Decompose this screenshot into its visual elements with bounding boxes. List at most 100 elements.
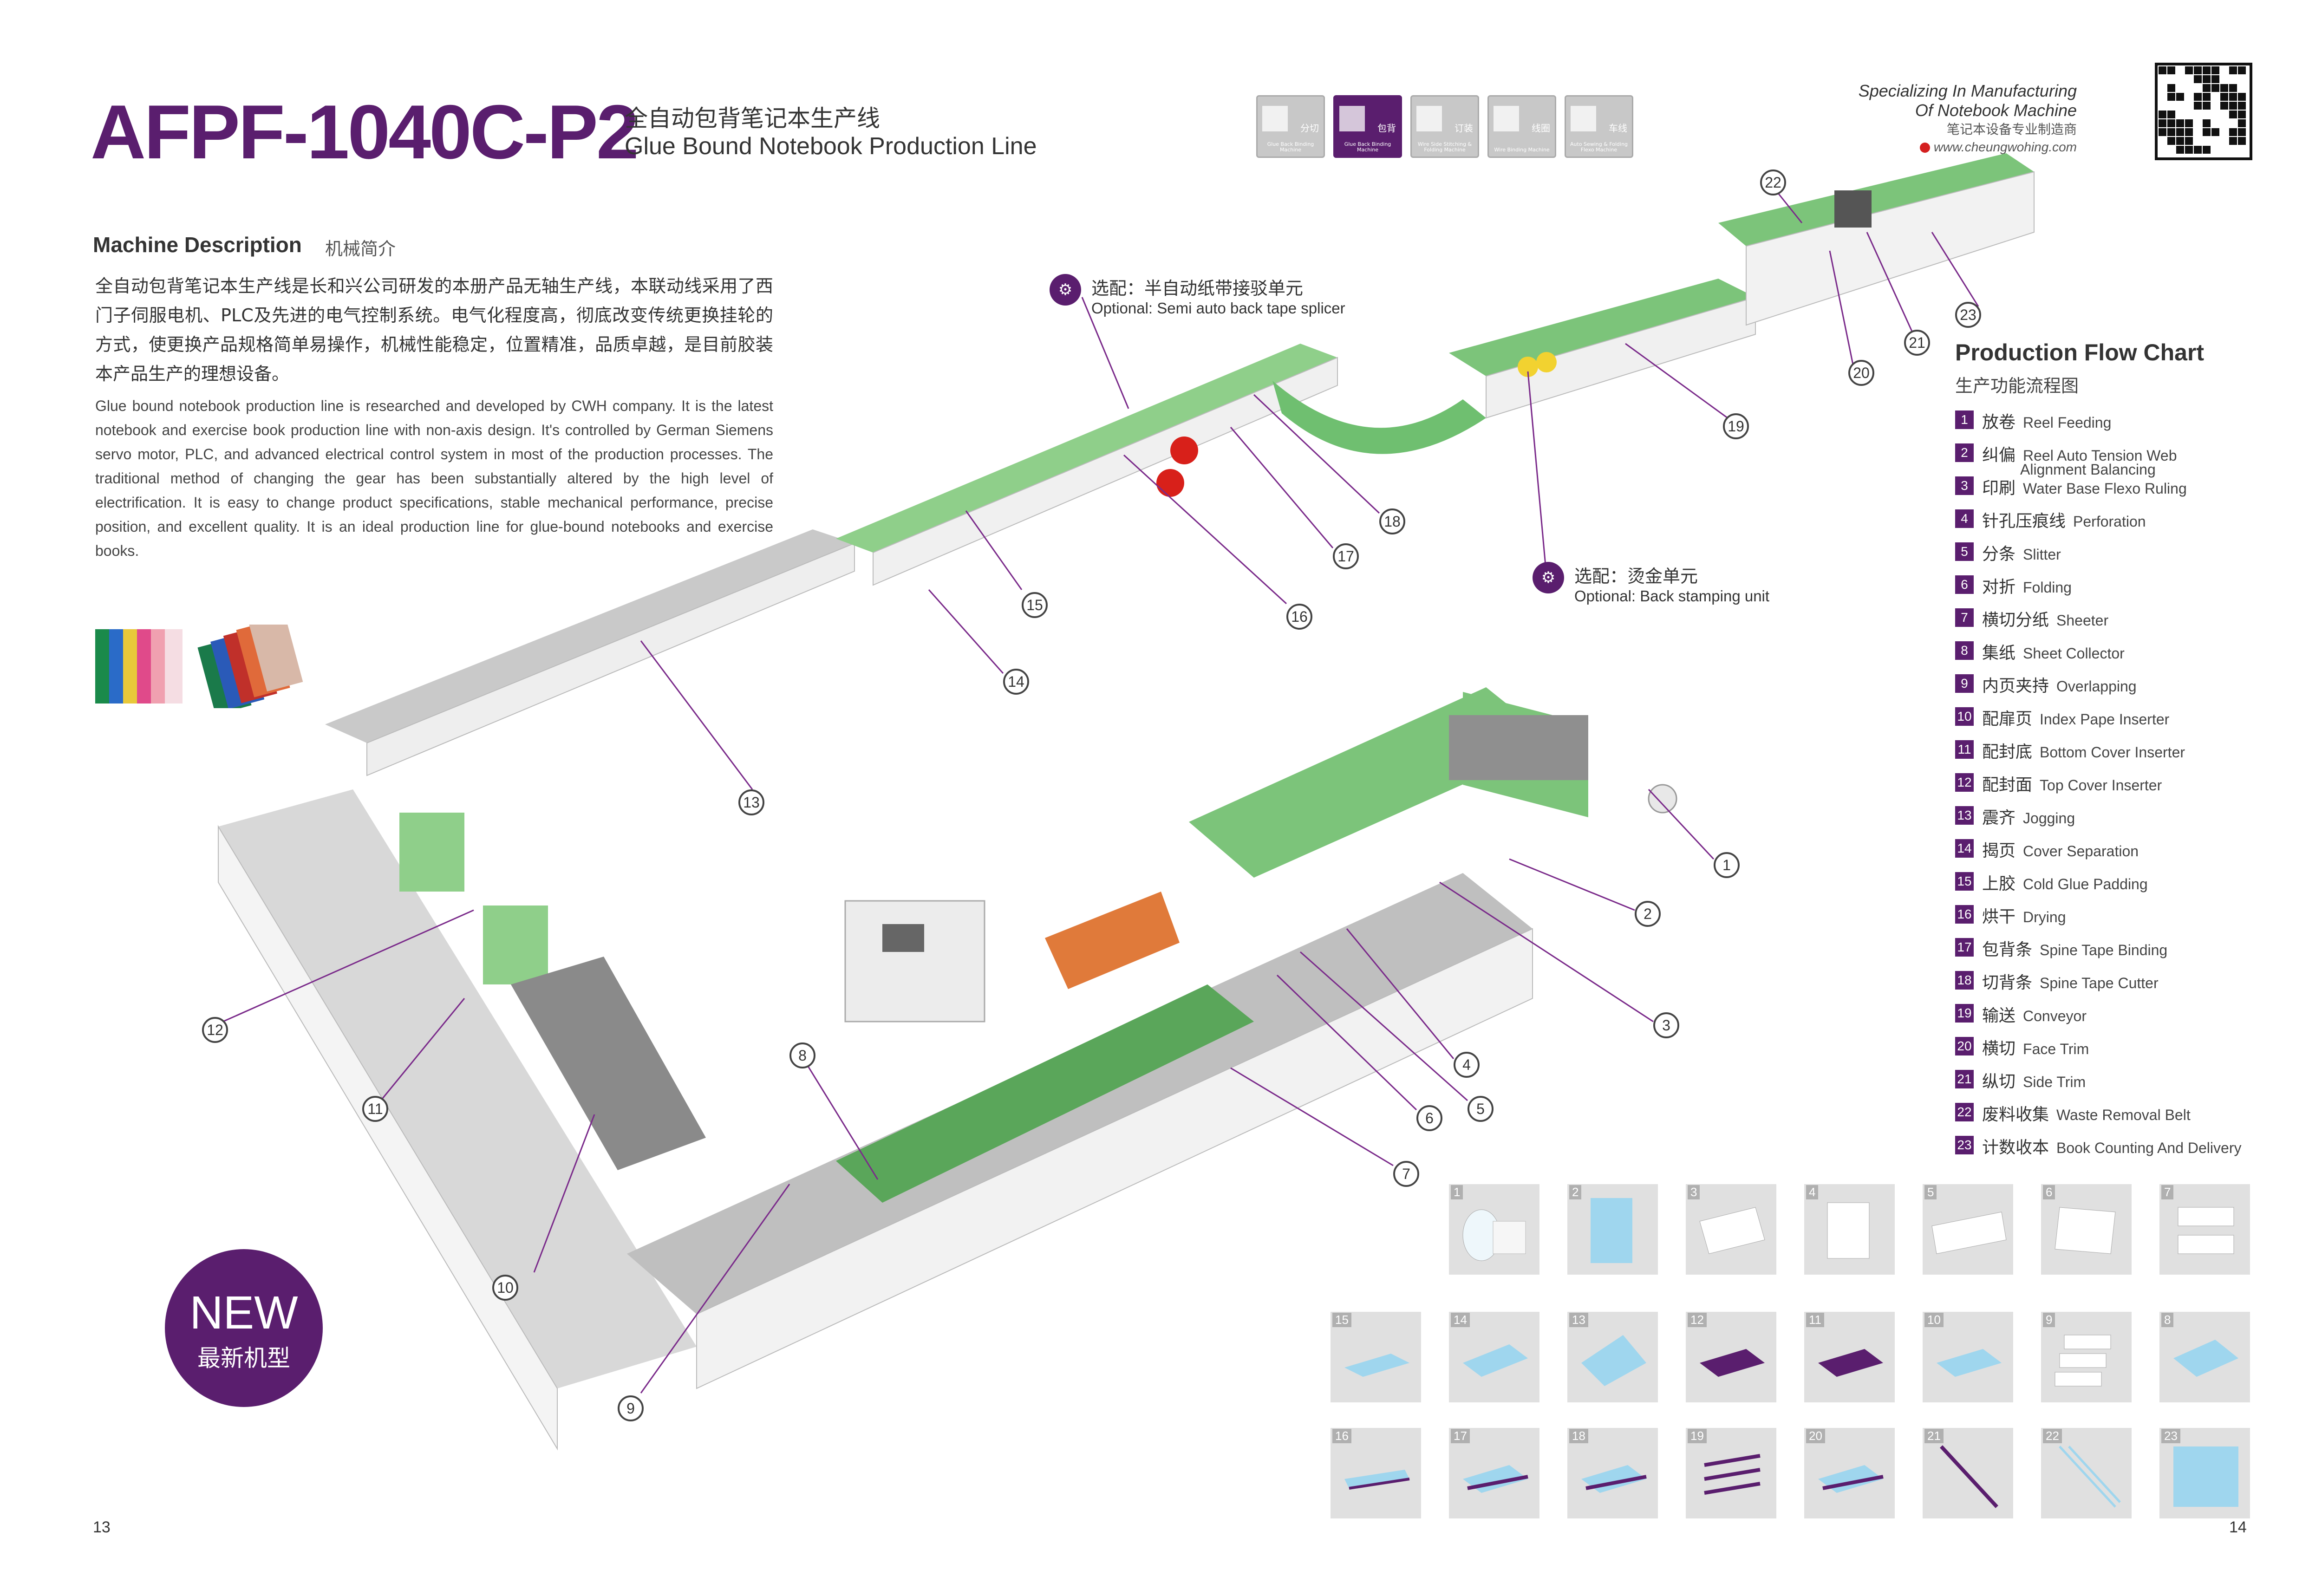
callout-10[interactable]: 10 [492, 1275, 518, 1301]
callout-13[interactable]: 13 [738, 789, 764, 815]
callout-11[interactable]: 11 [362, 1096, 388, 1122]
qr-module [2238, 119, 2246, 127]
qr-code-icon [2155, 63, 2252, 160]
callout-2[interactable]: 2 [1635, 901, 1661, 927]
step-label-en: Drying [2023, 909, 2066, 925]
callout-5[interactable]: 5 [1468, 1096, 1494, 1122]
tab-label: 包背 [1377, 123, 1396, 134]
process-thumb-art [1704, 1454, 1761, 1495]
machine-thumb-icon [1571, 106, 1596, 131]
qr-module [2238, 102, 2246, 110]
step-label-en: Perforation [2073, 513, 2146, 530]
step-label-cn: 配封底 [1982, 743, 2033, 762]
tab-sublabel: Glue Back Binding Machine [1344, 141, 1391, 153]
step-label-en: Overlapping [2056, 678, 2137, 695]
thumb-number: 15 [1332, 1313, 1351, 1327]
process-thumb-2: 2 [1567, 1184, 1658, 1275]
process-thumb-art [1937, 1349, 2002, 1377]
callout-18[interactable]: 18 [1379, 508, 1405, 534]
qr-module [2185, 66, 2193, 74]
thumb-number: 8 [2161, 1313, 2174, 1327]
process-thumb-20: 20 [1804, 1428, 1895, 1518]
callout-4[interactable]: 4 [1454, 1052, 1480, 1078]
thumb-number: 18 [1569, 1429, 1588, 1443]
process-thumb-art [1463, 1465, 1528, 1493]
callout-14[interactable]: 14 [1003, 669, 1029, 695]
qr-module [2185, 146, 2193, 154]
tab-stitching[interactable]: 订装 Wire Side Stitching & Folding Machine [1410, 95, 1479, 158]
step-label-en: Side Trim [2023, 1074, 2086, 1090]
tab-label: 分切 [1300, 123, 1319, 134]
callout-20[interactable]: 20 [1848, 360, 1874, 386]
tab-glue-back[interactable]: 包背 Glue Back Binding Machine [1333, 95, 1402, 158]
thumb-number: 5 [1924, 1185, 1937, 1199]
step-number: 21 [1955, 1070, 1974, 1088]
callout-19[interactable]: 19 [1723, 413, 1749, 439]
callout-3[interactable]: 3 [1653, 1012, 1679, 1038]
step-label-cn: 计数收本 [1982, 1138, 2049, 1157]
callout-22[interactable]: 22 [1760, 169, 1786, 195]
tab-wire-binding[interactable]: 线圈 Wire Binding Machine [1487, 95, 1556, 158]
company-website[interactable]: www.cheungwohing.com [1859, 139, 2077, 156]
thumb-number: 4 [1806, 1185, 1819, 1199]
callout-17[interactable]: 17 [1333, 543, 1359, 569]
thumb-number: 9 [2043, 1313, 2055, 1327]
process-thumb-18: 18 [1567, 1428, 1658, 1518]
process-thumb-art [1462, 1209, 1526, 1261]
qr-module [2185, 137, 2193, 145]
thumb-number: 16 [1332, 1429, 1351, 1443]
step-number: 2 [1955, 443, 1974, 462]
callout-23[interactable]: 23 [1955, 302, 1981, 328]
callout-12[interactable]: 12 [202, 1017, 228, 1043]
machine-thumb-icon [1416, 106, 1442, 131]
machine-thumb-icon [1494, 106, 1519, 131]
callout-16[interactable]: 16 [1286, 604, 1312, 630]
callout-8[interactable]: 8 [789, 1042, 815, 1068]
process-thumb-17: 17 [1449, 1428, 1539, 1518]
sample-notebooks-fan-image [197, 625, 303, 708]
thumb-number: 3 [1688, 1185, 1700, 1199]
process-thumb-5: 5 [1923, 1184, 2013, 1275]
qr-module [2203, 102, 2211, 110]
callout-15[interactable]: 15 [1022, 592, 1048, 618]
step-number: 7 [1955, 608, 1974, 627]
thumb-number: 13 [1569, 1313, 1588, 1327]
thumb-number: 2 [1569, 1185, 1582, 1199]
step-label-cn: 横切分纸 [1982, 611, 2049, 630]
step-number: 10 [1955, 707, 1974, 726]
option-label-cn: 选配：半自动纸带接驳单元 [1091, 278, 1304, 299]
callout-9[interactable]: 9 [618, 1395, 644, 1421]
tab-sewing[interactable]: 车线 Auto Sewing & Folding Flexo Machine [1565, 95, 1633, 158]
qr-module [2176, 146, 2184, 154]
qr-module [2159, 111, 2166, 118]
step-label-en-cont: Alignment Balancing [2020, 461, 2156, 478]
qr-module [2203, 119, 2211, 127]
step-label-en: Spine Tape Cutter [2040, 975, 2159, 991]
tab-slitting[interactable]: 分切 Glue Back Binding Machine [1256, 95, 1325, 158]
qr-module [2167, 84, 2175, 92]
qr-module [2238, 137, 2246, 145]
callout-7[interactable]: 7 [1393, 1161, 1419, 1187]
qr-module [2220, 102, 2228, 110]
step-number: 1 [1955, 410, 1974, 429]
callout-21[interactable]: 21 [1904, 330, 1930, 356]
callout-1[interactable]: 1 [1714, 852, 1740, 878]
step-label-cn: 上胶 [1982, 874, 2016, 893]
qr-module [2159, 128, 2166, 136]
machine-thumb-icon [1262, 106, 1288, 131]
callout-6[interactable]: 6 [1416, 1105, 1442, 1131]
process-thumb-art [1699, 1207, 1765, 1254]
qr-module [2229, 111, 2237, 118]
step-label-cn: 对折 [1982, 578, 2016, 597]
process-thumb-19: 19 [1686, 1428, 1776, 1518]
